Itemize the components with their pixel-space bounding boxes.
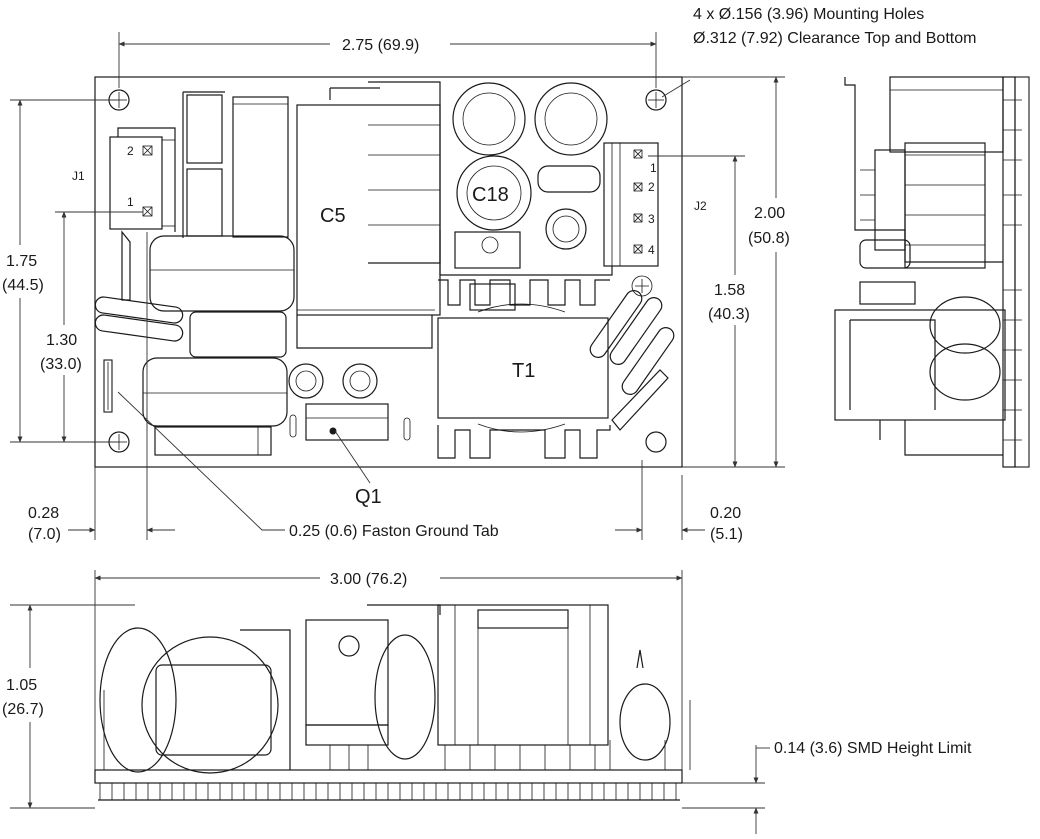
line-inductor: [189, 311, 287, 358]
capacitor-top-b: [534, 82, 608, 156]
dim-left-outer-mm: (44.5): [2, 277, 44, 294]
fuse-upper: [186, 94, 223, 164]
q1-transistor: [305, 403, 389, 441]
c5-capacitor: [296, 81, 441, 349]
j1-label: J1: [72, 169, 85, 183]
diode-top: [537, 165, 601, 193]
y-capacitor: [142, 357, 288, 427]
callout-clearance: Ø.312 (7.92) Clearance Top and Bottom: [693, 30, 976, 47]
top-view: 2 1 J1 C5: [72, 76, 707, 508]
x-capacitor: [232, 96, 289, 238]
j1-pin1-label: 1: [127, 195, 134, 209]
screw-bracket: [454, 231, 521, 269]
resistor-right-group: [589, 290, 675, 431]
mounting-hole-top-right: [645, 89, 667, 111]
right-side-view: [834, 76, 1030, 468]
dim-j2-mm: (40.3): [708, 306, 750, 323]
dim-side-width: 3.00 (76.2): [330, 571, 407, 588]
bottom-view-dimensions: 3.00 (76.2) 1.05 (26.7) 0.14 (3.6) SMD H…: [2, 570, 972, 834]
mounting-hole-bottom-right: [645, 431, 667, 453]
dim-height-in: 2.00: [754, 205, 785, 222]
dim-left-offset-mm: (7.0): [28, 526, 61, 543]
pcb-outline: [94, 76, 683, 468]
dim-left-outer-in: 1.75: [6, 253, 37, 270]
callout-ground-tab: 0.25 (0.6) Faston Ground Tab: [289, 523, 499, 540]
j2-pin1-label: 1: [650, 161, 657, 175]
dim-right-offset-in: 0.20: [710, 505, 741, 522]
j2-pin2-label: 2: [648, 180, 655, 194]
callout-smd-height: 0.14 (3.6) SMD Height Limit: [774, 740, 972, 757]
dim-side-height-in: 1.05: [6, 677, 37, 694]
c18-label: C18: [472, 184, 509, 206]
dim-left-inner-in: 1.30: [46, 332, 77, 349]
heatsink-strip: [154, 426, 272, 456]
resistor-left-1: [94, 230, 184, 342]
dim-left-inner-mm: (33.0): [40, 356, 82, 373]
side-pcb: [94, 769, 683, 784]
t1-label: T1: [512, 360, 535, 382]
dim-side-height-mm: (26.7): [2, 701, 44, 718]
dim-height-mm: (50.8): [748, 230, 790, 247]
j1-pin2-label: 2: [127, 144, 134, 158]
capacitor-top-a: [452, 82, 526, 156]
t1-transformer: [437, 279, 611, 459]
dim-left-offset-in: 0.28: [28, 505, 59, 522]
j2-label: J2: [694, 199, 707, 213]
toroid-small-1: [288, 363, 324, 399]
bottom-side-view: [94, 604, 691, 801]
capacitor-small: [545, 208, 587, 250]
j2-pin3-label: 3: [648, 212, 655, 226]
j1-connector: [109, 127, 176, 232]
callout-mounting-holes: 4 x Ø.156 (3.96) Mounting Holes: [693, 6, 924, 23]
j2-connector: [603, 142, 659, 267]
j2-pin4-label: 4: [648, 243, 655, 257]
c18-capacitor: [456, 155, 532, 231]
c5-label: C5: [320, 205, 346, 227]
top-view-dimensions: 2.75 (69.9) 4 x Ø.156 (3.96) Mounting Ho…: [2, 6, 976, 543]
standoff: [469, 283, 516, 311]
dim-top-width: 2.75 (69.9): [342, 37, 419, 54]
dim-right-offset-mm: (5.1): [710, 526, 743, 543]
q1-label: Q1: [355, 486, 382, 508]
fuse-lower: [186, 168, 223, 237]
toroid-small-2: [342, 363, 378, 399]
dim-j2-in: 1.58: [714, 282, 745, 299]
common-mode-choke: [149, 235, 295, 312]
